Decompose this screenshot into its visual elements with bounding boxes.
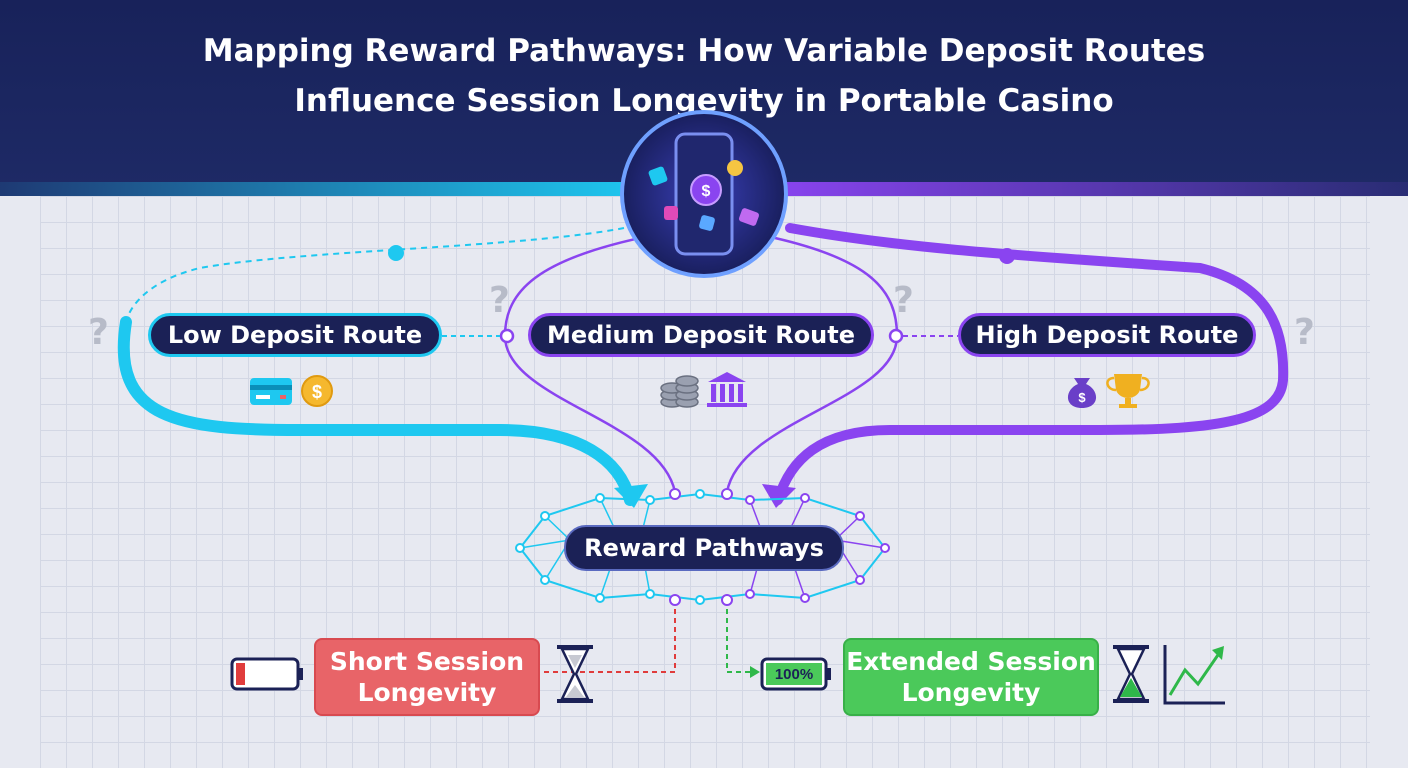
high-deposit-route: High Deposit Route [958,313,1256,357]
extended-line-2: Longevity [901,678,1041,707]
medium-right-node [888,328,904,344]
svg-text:$: $ [1078,390,1086,405]
coin-stack-icon [660,375,699,408]
question-mark-1: ? [88,312,109,353]
battery-full-icon [760,657,831,691]
hourglass-icon [1113,645,1149,703]
medium-deposit-route: Medium Deposit Route [528,313,874,357]
credit-card-icon [250,378,292,405]
high-flow-arrow [773,223,1289,505]
short-session-box: Short Session Longevity [314,638,540,716]
high-arrowhead [762,484,796,508]
question-mark-3: ? [893,280,914,321]
cyan-edge-bar [0,182,640,196]
money-bag-icon: $ [1067,378,1097,408]
page-title: Mapping Reward Pathways: How Variable De… [0,26,1408,126]
extended-arrowhead [750,666,760,678]
question-mark-4: ? [1294,312,1315,353]
short-line-2: Longevity [357,678,497,707]
low-link-node [388,245,404,261]
floating-card-4 [699,215,715,231]
medium-left-node [499,328,515,344]
low-deposit-route: Low Deposit Route [148,313,442,357]
floating-coin [727,160,743,176]
low-flow-arrow [117,316,636,506]
medium-route-label: Medium Deposit Route [546,321,856,349]
hourglass-icon [557,645,593,703]
short-line-1: Short Session [329,647,525,676]
extended-line-1: Extended Session [846,647,1096,676]
bank-icon [707,372,747,407]
battery-percent-label: 100% [774,665,814,683]
chart-up-icon [1163,645,1225,705]
low-arrowhead [614,484,648,508]
dollar-coin-icon: $ [301,375,333,407]
medium-left-curve [503,236,677,493]
short-link-node [669,594,681,606]
high-link-node [999,248,1015,264]
floating-card-2 [738,208,760,226]
question-mark-2: ? [489,280,510,321]
title-line-1: Mapping Reward Pathways: How Variable De… [202,33,1206,69]
hub-label: Reward Pathways [584,534,824,562]
svg-text:$: $ [702,183,711,200]
floating-card-3 [664,206,678,220]
medium-right-curve [725,236,899,493]
extended-session-box: Extended Session Longevity [843,638,1099,716]
reward-pathways-hub: Reward Pathways [564,525,844,571]
phone-coin [690,174,722,206]
short-link [540,600,676,673]
svg-text:$: $ [312,382,322,402]
battery-low-icon [230,657,303,691]
high-route-label: High Deposit Route [975,321,1239,349]
trophy-icon [1106,374,1150,408]
low-route-label: Low Deposit Route [167,321,423,349]
low-dashed-link [125,227,625,323]
extended-link [726,600,752,673]
floating-card-1 [648,166,668,186]
extended-link-node [721,594,733,606]
purple-edge-bar [768,182,1408,196]
